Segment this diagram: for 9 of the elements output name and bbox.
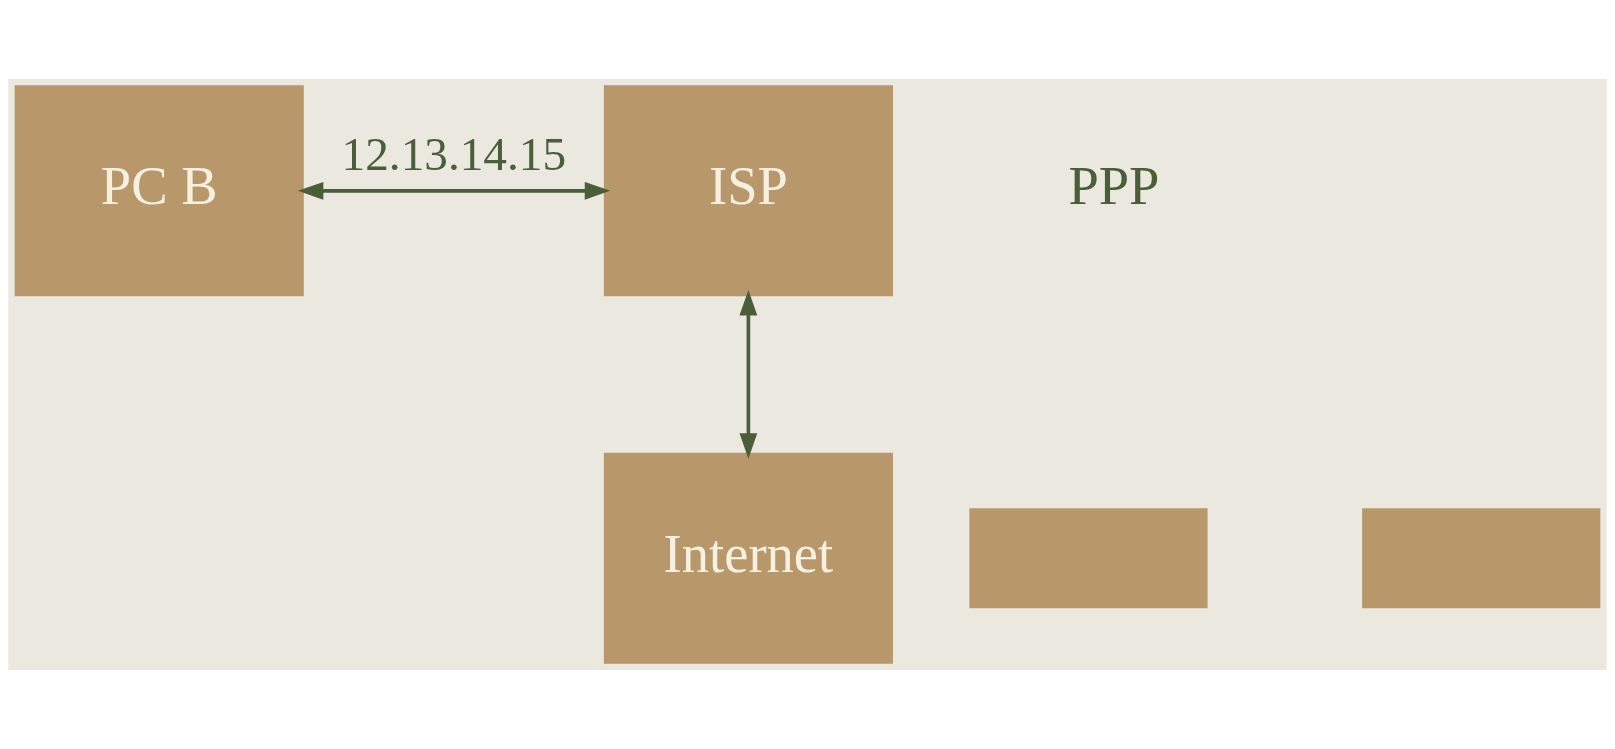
arrow bbox=[297, 181, 611, 200]
node-box: Internet bbox=[603, 452, 893, 664]
node-box: PC B bbox=[14, 85, 304, 297]
node-box: ISP bbox=[603, 85, 893, 297]
label: PPP bbox=[1068, 155, 1160, 217]
node-box bbox=[969, 508, 1208, 609]
edge-label: 12.13.14.15 bbox=[341, 128, 567, 181]
node-box bbox=[1362, 508, 1601, 609]
arrow bbox=[739, 289, 758, 459]
